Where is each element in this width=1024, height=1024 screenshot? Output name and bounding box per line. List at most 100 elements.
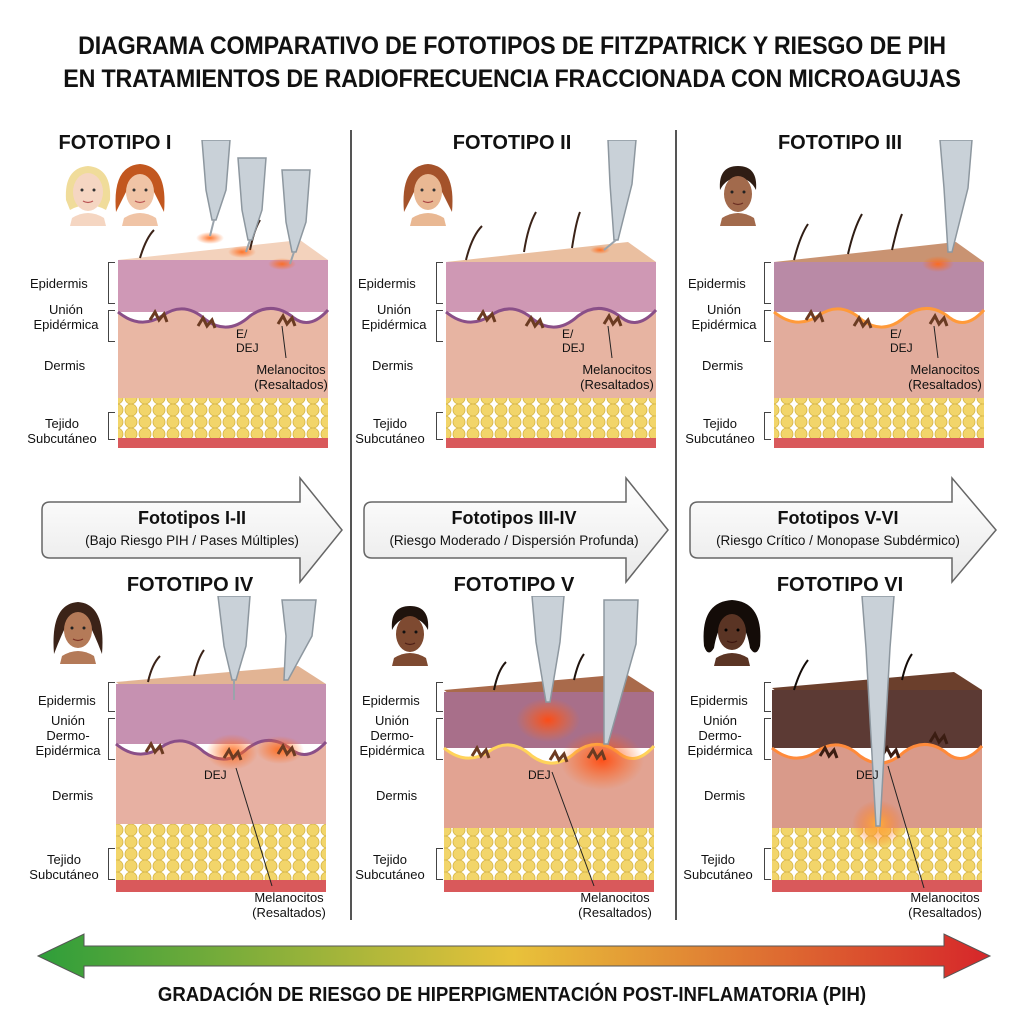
- face-icon: [391, 606, 429, 666]
- microneedle-handpiece: [237, 157, 267, 253]
- melanocytes-label: Melanocitos (Resaltados): [252, 890, 326, 920]
- melanocyte-icon: [144, 740, 165, 755]
- microneedle-handpiece: [281, 599, 317, 681]
- banner-arrow-2: [363, 475, 669, 585]
- melanocyte-icon: [880, 744, 901, 759]
- panel-title: FOTOTIPO III: [777, 132, 903, 154]
- layer-bracket: [108, 718, 115, 760]
- melanocyte-icon: [548, 748, 569, 763]
- melanocyte-icon: [602, 312, 623, 327]
- layer-bracket: [436, 262, 443, 304]
- melanocyte-icon: [222, 746, 243, 761]
- layer-bracket: [764, 310, 771, 342]
- subcutaneous-layer: [446, 398, 656, 438]
- microneedle-handpiece: [603, 599, 639, 745]
- heat-spot: [196, 232, 224, 244]
- melanocyte-icon: [804, 308, 825, 323]
- epidermis-layer: [118, 260, 328, 312]
- label-union: Unión Epidérmica: [361, 302, 427, 332]
- hair: [793, 223, 809, 261]
- microneedle-handpiece: [939, 140, 973, 253]
- column-divider: [350, 130, 352, 920]
- diagram-title: DIAGRAMA COMPARATIVO DE FOTOTIPOS DE FIT…: [36, 30, 988, 96]
- leader-line: [281, 325, 287, 359]
- melanocyte-icon: [928, 312, 949, 327]
- panel-title: FOTOTIPO IV: [126, 574, 254, 596]
- risk-scale-label: GRADACIÓN DE RIESGO DE HIPERPIGMENTACIÓN…: [157, 984, 867, 1006]
- hair: [891, 213, 903, 251]
- label-dermis: Dermis: [52, 788, 94, 803]
- face-icon: [115, 164, 165, 226]
- dermis-layer: [118, 308, 328, 398]
- hair: [465, 225, 483, 261]
- subcutaneous-layer: [444, 828, 654, 880]
- dej-label: E/ DEJ: [562, 327, 585, 355]
- banner-subtitle: (Riesgo Crítico / Monopase Subdérmico): [716, 533, 960, 548]
- label-epidermis: Epidermis: [690, 693, 748, 708]
- dej-label: DEJ: [204, 768, 227, 782]
- panel-title: FOTOTIPO VI: [776, 574, 904, 596]
- melanocytes-label: Melanocitos (Resaltados): [578, 890, 652, 920]
- hair: [793, 659, 809, 691]
- layer-bracket: [108, 412, 115, 440]
- subcutaneous-layer: [774, 398, 984, 438]
- microneedle-handpiece: [861, 596, 895, 827]
- skin-cube: [443, 596, 656, 892]
- melanocyte-icon: [276, 312, 297, 327]
- label-epidermis: Epidermis: [362, 693, 420, 708]
- layer-bracket: [436, 682, 443, 712]
- layer-bracket: [436, 718, 443, 760]
- label-subcutaneo: Tejido Subcutáneo: [683, 852, 753, 882]
- label-subcutaneo: Tejido Subcutáneo: [355, 852, 425, 882]
- melanocyte-icon: [818, 744, 839, 759]
- banner-title: Fototipos I-II: [138, 508, 246, 528]
- muscle-layer: [774, 438, 984, 448]
- hair: [847, 213, 863, 255]
- label-union: Unión Dermo-Epidérmica: [687, 713, 753, 758]
- melanocyte-icon: [524, 314, 545, 329]
- hair: [523, 211, 537, 253]
- skin-cube: [115, 596, 328, 892]
- melanocyte-icon: [928, 730, 949, 745]
- heat-spot: [206, 734, 258, 770]
- hair: [147, 655, 161, 683]
- label-union: Unión Epidérmica: [691, 302, 757, 332]
- banner-arrow-3: [689, 475, 997, 585]
- layer-bracket: [108, 848, 115, 880]
- panel-title: FOTOTIPO I: [58, 132, 172, 154]
- leader-line: [933, 325, 939, 359]
- leader-line: [551, 771, 595, 887]
- dej-label: E/ DEJ: [236, 327, 259, 355]
- banner-title: Fototipos V-VI: [777, 508, 899, 528]
- panel-title: FOTOTIPO V: [453, 574, 575, 596]
- label-dermis: Dermis: [702, 358, 744, 373]
- epidermis-layer: [116, 684, 326, 744]
- leader-line: [887, 765, 925, 889]
- hair: [901, 653, 913, 681]
- label-dermis: Dermis: [372, 358, 414, 373]
- heat-spot: [560, 730, 644, 790]
- skin-cube: [117, 140, 330, 448]
- label-subcutaneo: Tejido Subcutáneo: [27, 416, 97, 446]
- layer-bracket: [108, 262, 115, 304]
- microneedle-handpiece: [531, 596, 565, 703]
- melanocyte-icon: [470, 744, 491, 759]
- face-icons: [703, 600, 761, 666]
- melanocyte-icon: [148, 308, 169, 323]
- hair: [493, 661, 507, 691]
- muscle-layer: [444, 880, 654, 892]
- melanocyte-icon: [276, 742, 297, 757]
- muscle-layer: [118, 438, 328, 448]
- banner-3: Fototipos V-VI (Riesgo Crítico / Monopas…: [688, 508, 988, 568]
- face-icons: [65, 164, 165, 226]
- epidermis-layer: [774, 262, 984, 312]
- subcutaneous-layer: [116, 824, 326, 880]
- melanocyte-icon: [852, 314, 873, 329]
- muscle-layer: [446, 438, 656, 448]
- banner-title: Fototipos III-IV: [451, 508, 577, 528]
- layer-bracket: [436, 412, 443, 440]
- label-dermis: Dermis: [704, 788, 746, 803]
- heat-spot: [228, 246, 256, 258]
- face-icons: [403, 164, 453, 226]
- banner-subtitle: (Bajo Riesgo PIH / Pases Múltiples): [85, 533, 299, 548]
